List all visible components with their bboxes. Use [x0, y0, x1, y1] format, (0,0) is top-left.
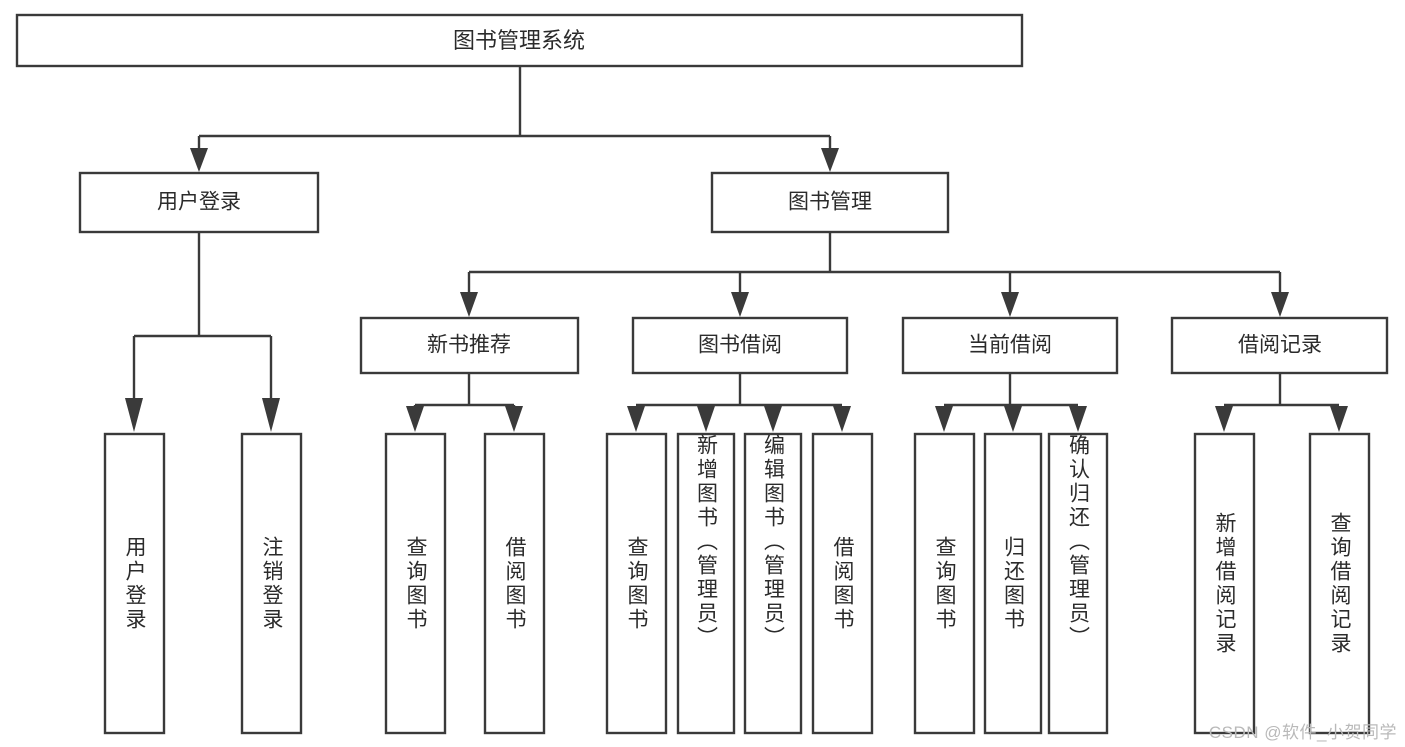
- arrow-head-currentborrow-leaf2: [1004, 406, 1022, 432]
- leaf-box-borrow-add[interactable]: [676, 432, 736, 735]
- node-borrow-record-label: 借阅记录: [1238, 334, 1322, 357]
- arrow-head-to-book-borrow: [731, 292, 749, 317]
- node-new-book-recommend[interactable]: 新书推荐: [359, 316, 580, 375]
- leaf-box-layer: [103, 432, 1371, 735]
- arrow-head-borrowrecord-leaf1: [1215, 406, 1233, 432]
- leaf-box-borrow-query[interactable]: [605, 432, 668, 735]
- node-root-system[interactable]: 图书管理系统: [15, 13, 1024, 68]
- arrow-head-currentborrow-leaf3: [1069, 406, 1087, 432]
- leaf-box-newbook-borrow[interactable]: [483, 432, 546, 735]
- leaf-box-newbook-query[interactable]: [384, 432, 447, 735]
- arrow-head-login-leaf1: [125, 398, 143, 432]
- node-book-management-label: 图书管理: [788, 191, 872, 214]
- node-root-box: [15, 13, 1024, 68]
- node-current-borrow-label: 当前借阅: [968, 334, 1052, 357]
- node-new-book-recommend-box: [359, 316, 580, 375]
- leaf-box-borrow-lend[interactable]: [811, 432, 874, 735]
- arrow-head-borrowrecord-leaf2: [1330, 406, 1348, 432]
- arrow-head-to-new-book: [460, 292, 478, 317]
- arrow-head-bookborrow-leaf2: [697, 406, 715, 432]
- arrow-head-newbook-leaf1: [406, 406, 424, 432]
- node-borrow-record[interactable]: 借阅记录: [1170, 316, 1389, 375]
- arrow-head-to-borrow-record: [1271, 292, 1289, 317]
- connector-layer: [125, 66, 1348, 432]
- node-book-borrow[interactable]: 图书借阅: [631, 316, 849, 375]
- node-book-borrow-label: 图书借阅: [698, 334, 782, 357]
- node-user-login-label: 用户登录: [157, 191, 241, 214]
- leaf-box-user-login[interactable]: [103, 432, 166, 735]
- node-new-book-recommend-label: 新书推荐: [427, 334, 511, 357]
- node-book-management[interactable]: 图书管理: [710, 171, 950, 234]
- node-book-management-box: [710, 171, 950, 234]
- node-user-login-box: [78, 171, 320, 234]
- node-current-borrow[interactable]: 当前借阅: [901, 316, 1119, 375]
- arrow-head-to-book-management: [821, 148, 839, 172]
- arrow-head-newbook-leaf2: [505, 406, 523, 432]
- node-root-label: 图书管理系统: [453, 28, 585, 53]
- node-borrow-record-box: [1170, 316, 1389, 375]
- leaf-box-current-confirm[interactable]: [1047, 432, 1109, 735]
- arrow-head-bookborrow-leaf4: [833, 406, 851, 432]
- leaf-box-current-return[interactable]: [983, 432, 1043, 735]
- leaf-box-record-query[interactable]: [1308, 432, 1371, 735]
- arrow-head-to-user-login: [190, 148, 208, 172]
- leaf-box-borrow-edit[interactable]: [743, 432, 803, 735]
- csdn-watermark: CSDN @软件_小贺同学: [1208, 723, 1397, 742]
- node-current-borrow-box: [901, 316, 1119, 375]
- leaf-box-current-query[interactable]: [913, 432, 976, 735]
- arrow-head-login-leaf2: [262, 398, 280, 432]
- arrow-head-bookborrow-leaf3: [764, 406, 782, 432]
- leaf-box-record-add[interactable]: [1193, 432, 1256, 735]
- arrow-head-bookborrow-leaf1: [627, 406, 645, 432]
- arrow-head-to-current-borrow: [1001, 292, 1019, 317]
- node-user-login[interactable]: 用户登录: [78, 171, 320, 234]
- node-book-borrow-box: [631, 316, 849, 375]
- leaf-box-logout-login[interactable]: [240, 432, 303, 735]
- arrow-head-currentborrow-leaf1: [935, 406, 953, 432]
